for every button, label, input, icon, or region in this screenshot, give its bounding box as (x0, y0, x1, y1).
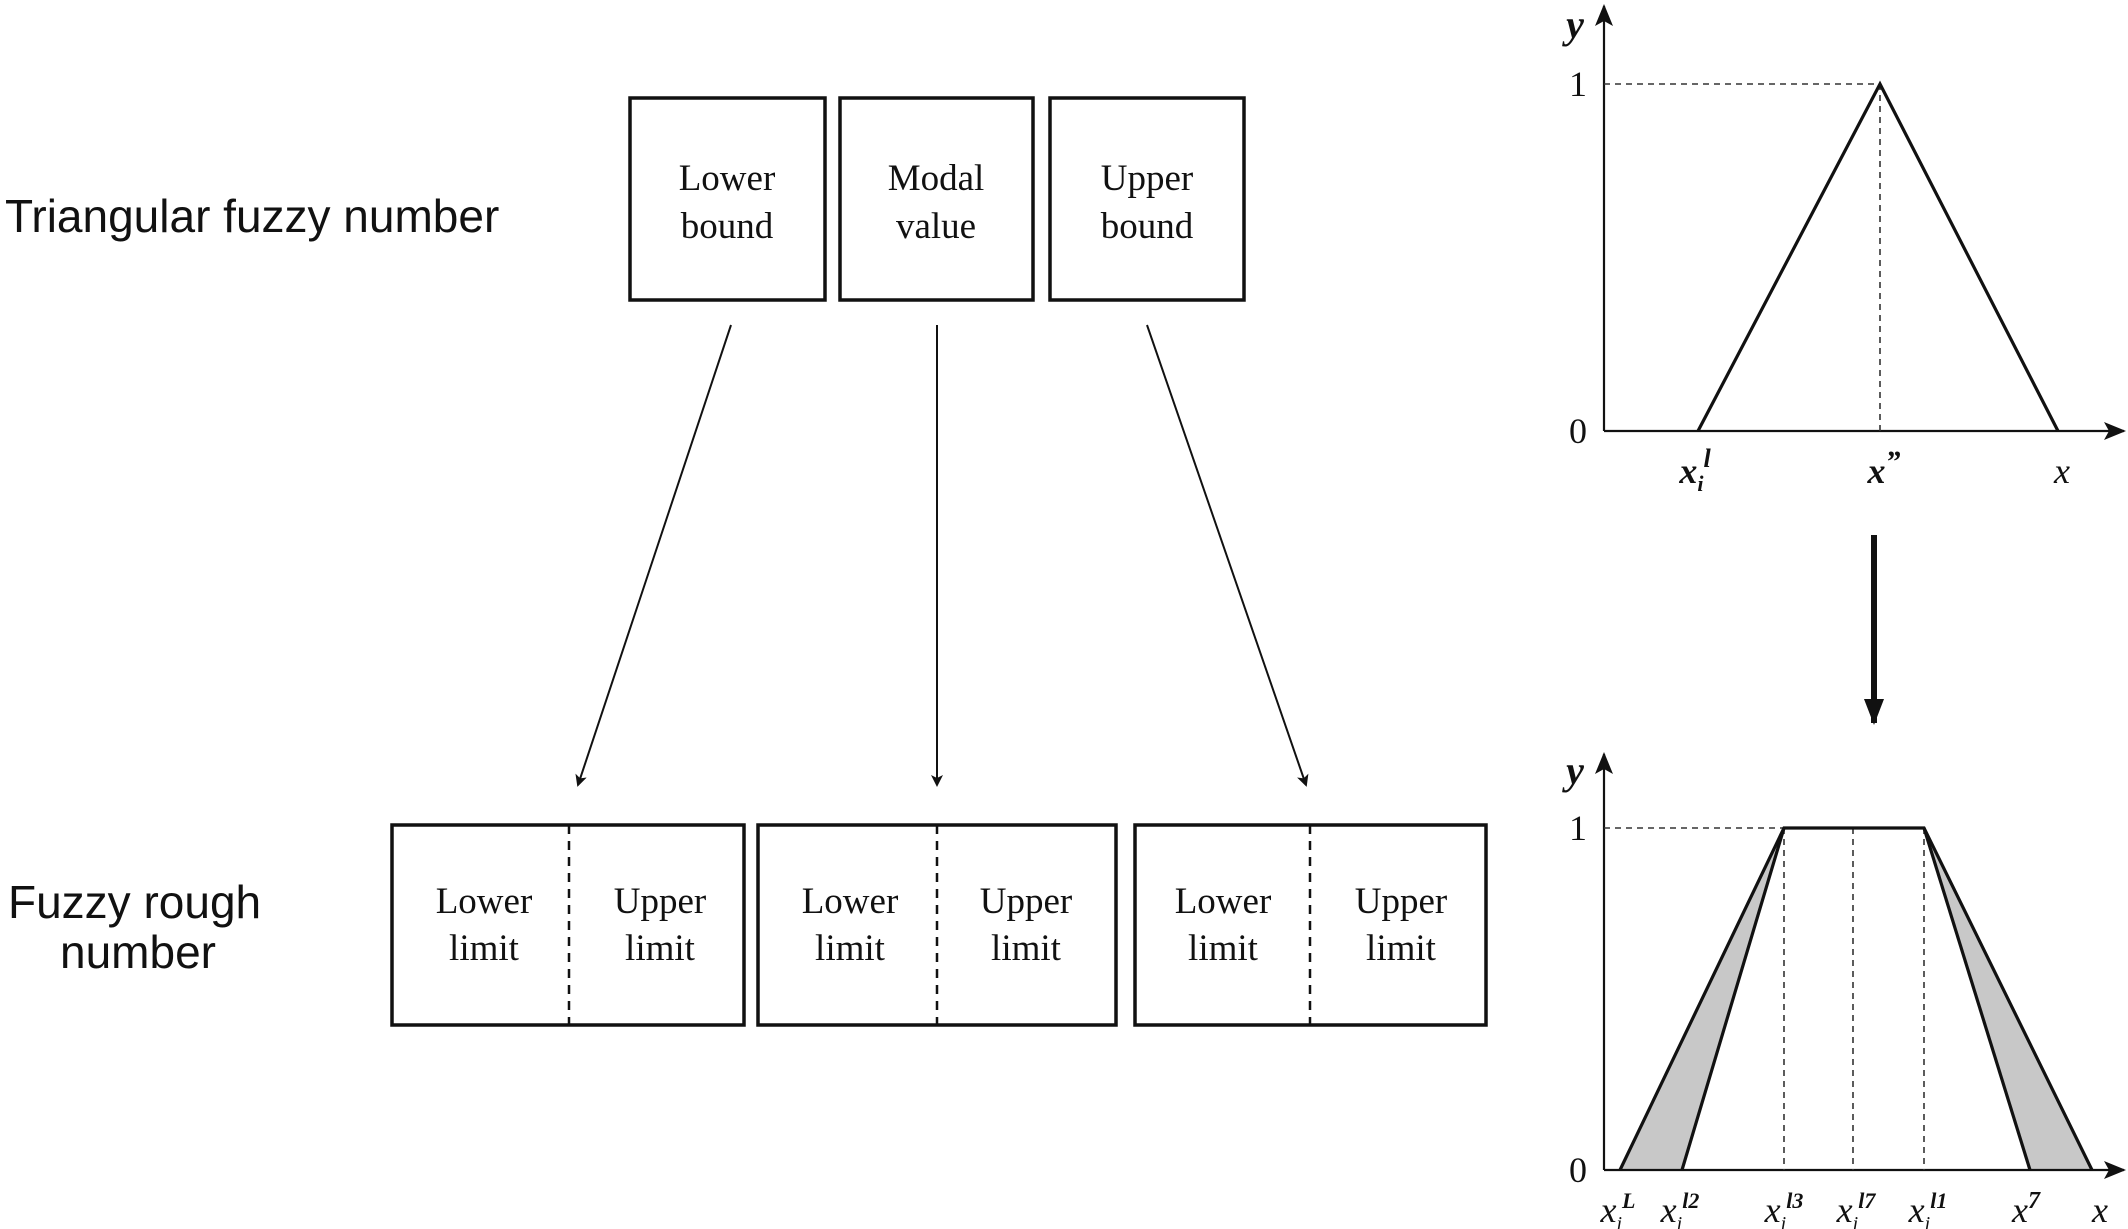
bottom-box-1: Lower limit Upper limit (390, 823, 746, 1027)
fuzzy-rough-number-label-line2: number (60, 926, 216, 978)
x-tick-1: xiL (1600, 1188, 1636, 1229)
top-box-text: Lower (679, 158, 776, 199)
top-box-text: Upper (1101, 158, 1193, 199)
upper-limit-text: Upper (1355, 881, 1447, 922)
fuzzy-rough-membership-chart: y 1 0 xiL xil2 xil3 xil7 xil1 x7 x (1562, 748, 2126, 1229)
bottom-box-3: Lower limit Upper limit (1133, 823, 1488, 1027)
upper-limit-text: Upper (614, 881, 706, 922)
lower-limit-text: Lower (1175, 881, 1272, 922)
top-box-text: value (896, 206, 976, 247)
top-box-lower-bound: Lower bound (628, 96, 827, 302)
triangular-fuzzy-number-label: Triangular fuzzy number (5, 190, 499, 242)
triangular-membership-chart: y 1 0 xil x” x (1562, 2, 2126, 496)
x-tick-lower: xil (1678, 444, 1711, 496)
triangle-curve (1696, 80, 2060, 432)
lower-limit-text: limit (815, 928, 886, 969)
lower-limit-text: Lower (802, 881, 899, 922)
top-box-modal-value: Modal value (838, 96, 1035, 302)
y-tick-0: 0 (1569, 1150, 1587, 1190)
upper-limit-text: Upper (980, 881, 1072, 922)
x-tick-3: xil3 (1764, 1188, 1804, 1229)
y-tick-1: 1 (1569, 64, 1587, 104)
inner-left-edge (1680, 827, 1786, 1171)
top-box-text: bound (681, 206, 774, 247)
x-tick-x: x (2053, 451, 2070, 491)
bottom-box-2: Lower limit Upper limit (756, 823, 1118, 1027)
x-tick-2: xil2 (1660, 1188, 1700, 1229)
lower-limit-text: limit (449, 928, 520, 969)
upper-limit-text: limit (625, 928, 696, 969)
x-tick-modal: x” (1867, 445, 1901, 491)
outer-trapezoid-curve (1618, 826, 2094, 1171)
top-box-text: Modal (888, 158, 985, 199)
y-axis-label: y (1562, 2, 1584, 47)
y-tick-1: 1 (1569, 808, 1587, 848)
x-tick-x: x (2091, 1190, 2108, 1229)
arrow-upper-bound (1146, 324, 1309, 787)
x-tick-6: x7 (2011, 1188, 2041, 1229)
top-box-upper-bound: Upper bound (1048, 96, 1246, 302)
x-tick-5: xil1 (1908, 1188, 1948, 1229)
lower-limit-text: limit (1188, 928, 1259, 969)
upper-limit-text: limit (1366, 928, 1437, 969)
upper-limit-text: limit (991, 928, 1062, 969)
arrow-lower-bound (575, 324, 732, 787)
y-tick-0: 0 (1569, 411, 1587, 451)
x-tick-4: xil7 (1836, 1188, 1877, 1229)
fuzzy-rough-number-label-line1: Fuzzy rough (8, 876, 261, 928)
top-box-text: bound (1101, 206, 1194, 247)
lower-limit-text: Lower (436, 881, 533, 922)
inner-right-edge (1922, 827, 2032, 1171)
y-axis-label: y (1562, 748, 1584, 793)
